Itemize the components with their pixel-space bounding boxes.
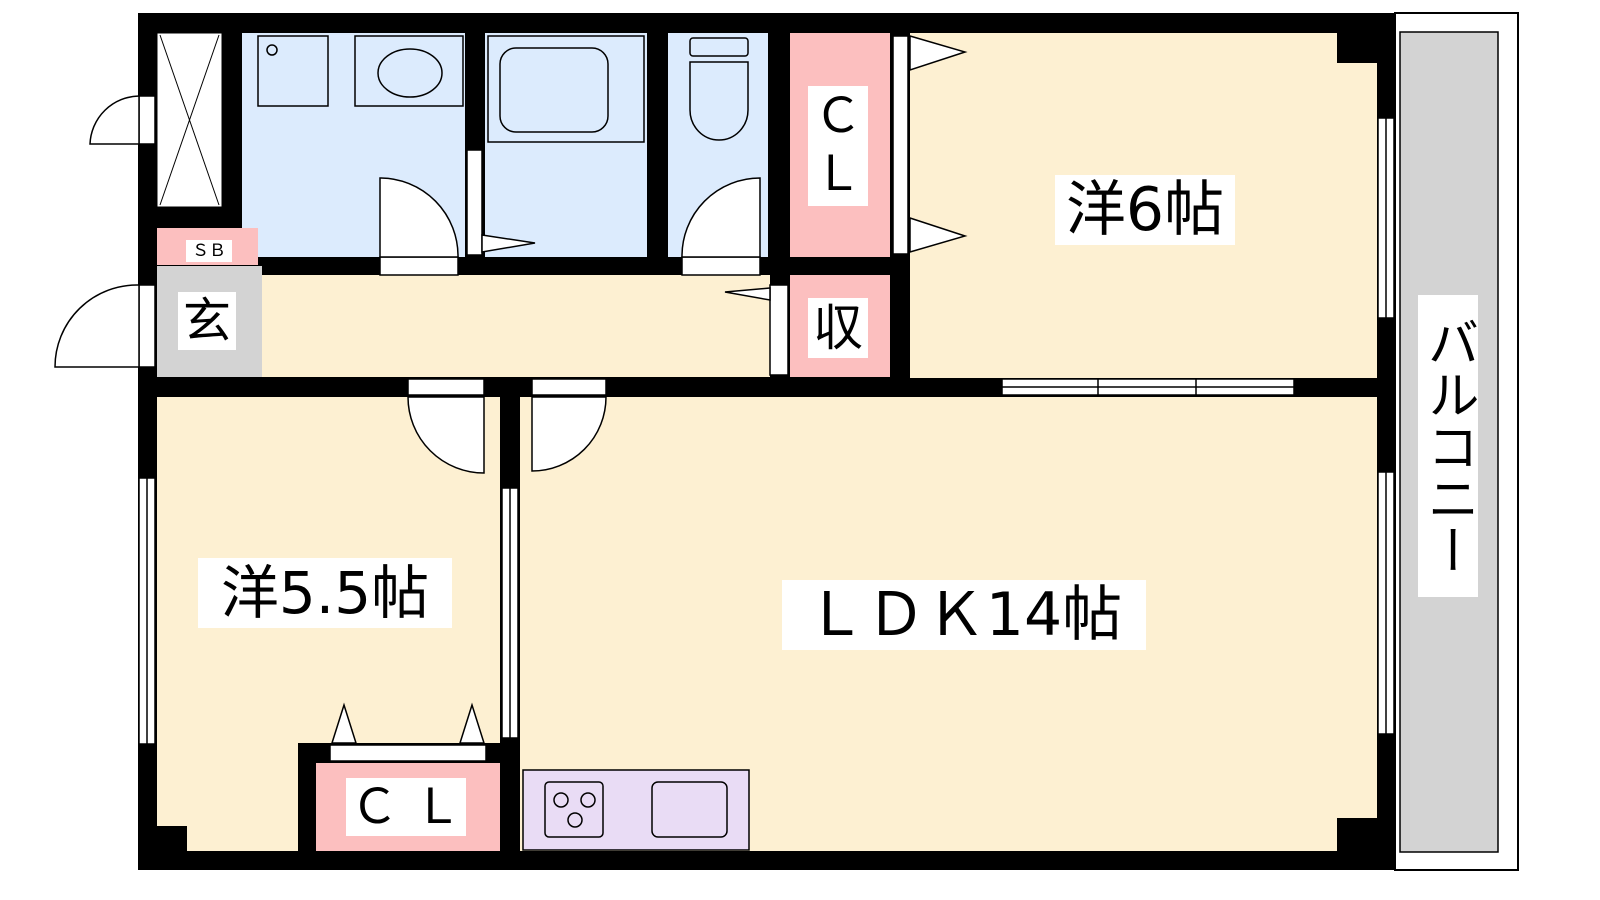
- windows: [138, 117, 1395, 745]
- washing-machine-icon: [257, 35, 329, 107]
- doors: [54, 35, 968, 762]
- bathtub-icon: [487, 35, 645, 143]
- entrance-label: 玄: [178, 292, 236, 350]
- hallway: [262, 275, 770, 377]
- bathroom: [485, 33, 647, 257]
- room-label-western-5-5: 洋5.5帖: [198, 558, 452, 628]
- closet-label-top: Ｃ Ｌ: [808, 86, 868, 206]
- closet-label-bottom: Ｃ Ｌ: [346, 778, 466, 836]
- shoe-box-label: ＳＢ: [186, 240, 232, 262]
- storage-label: 収: [808, 298, 868, 358]
- toilet-icon: [689, 37, 749, 141]
- balcony-label: バルコニー: [1418, 295, 1478, 597]
- stove-icon: [544, 781, 604, 838]
- room-label-western-6: 洋6帖: [1055, 175, 1235, 245]
- kitchen-sink-icon: [651, 781, 728, 838]
- sink-icon: [354, 35, 464, 107]
- room-label-ldk: ＬＤＫ14帖: [782, 580, 1146, 650]
